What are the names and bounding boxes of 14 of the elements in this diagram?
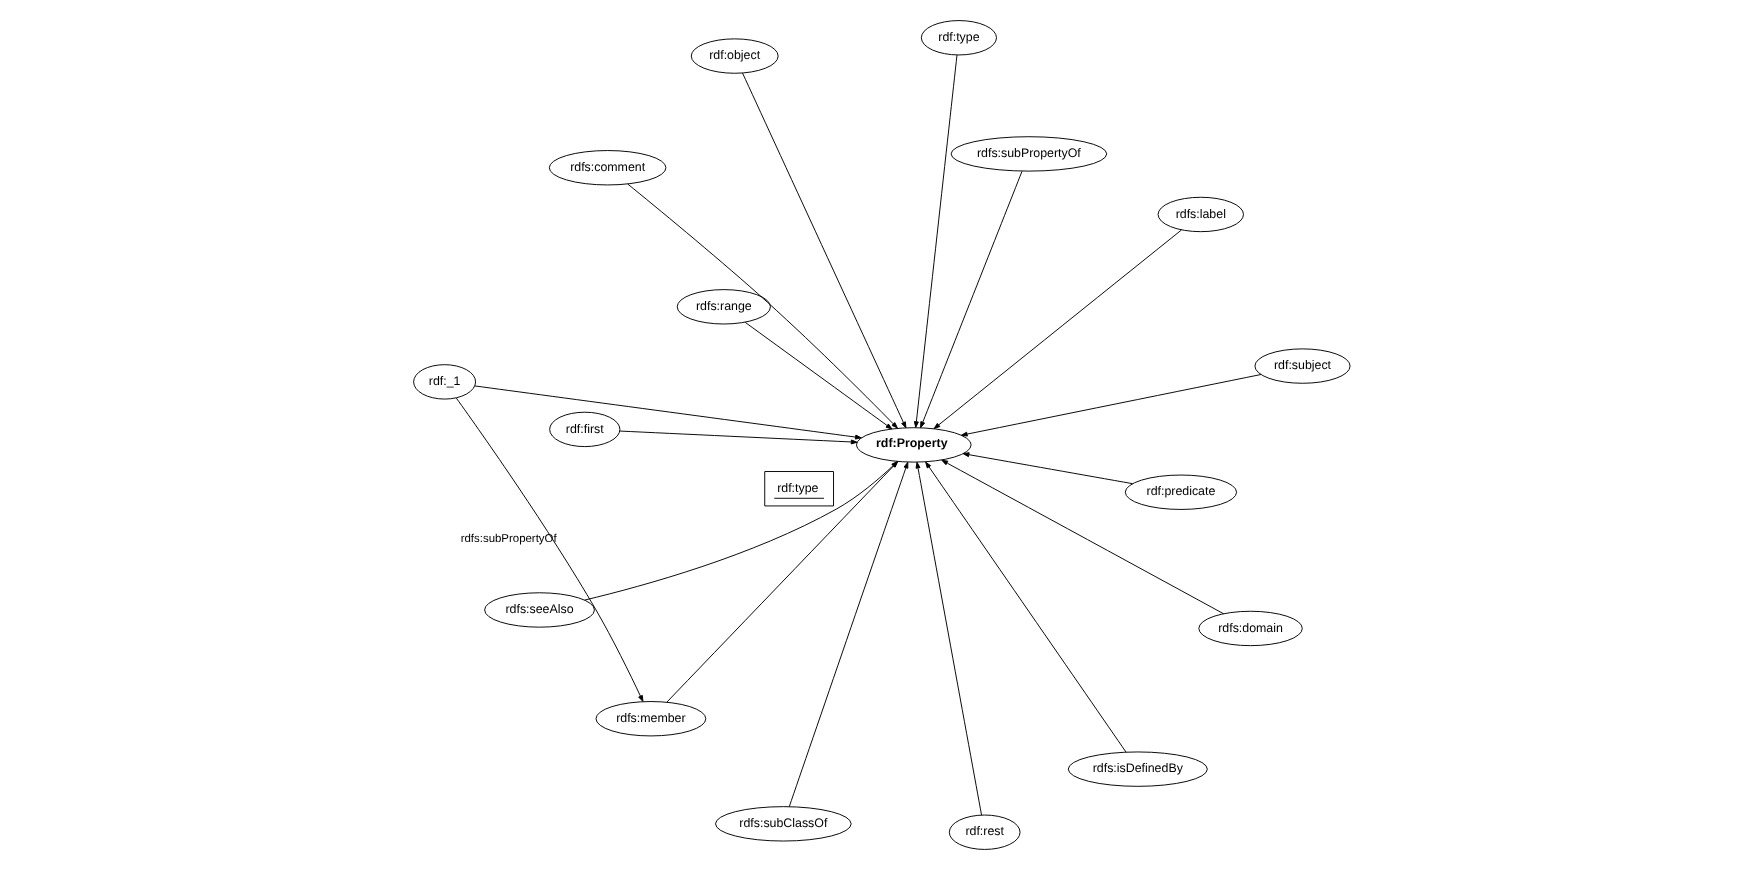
arrow [932, 229, 1181, 430]
arrow [626, 183, 897, 429]
arrow [919, 170, 1022, 429]
arrow [454, 397, 643, 702]
arrow [743, 321, 892, 430]
arrow [914, 461, 982, 816]
arrow [912, 54, 957, 428]
arrow [618, 430, 857, 445]
arrow [959, 374, 1261, 437]
arrow [940, 459, 1224, 615]
arrow [924, 461, 1126, 753]
arrow [961, 452, 1133, 485]
arrow [473, 385, 861, 440]
arrow [741, 72, 906, 429]
